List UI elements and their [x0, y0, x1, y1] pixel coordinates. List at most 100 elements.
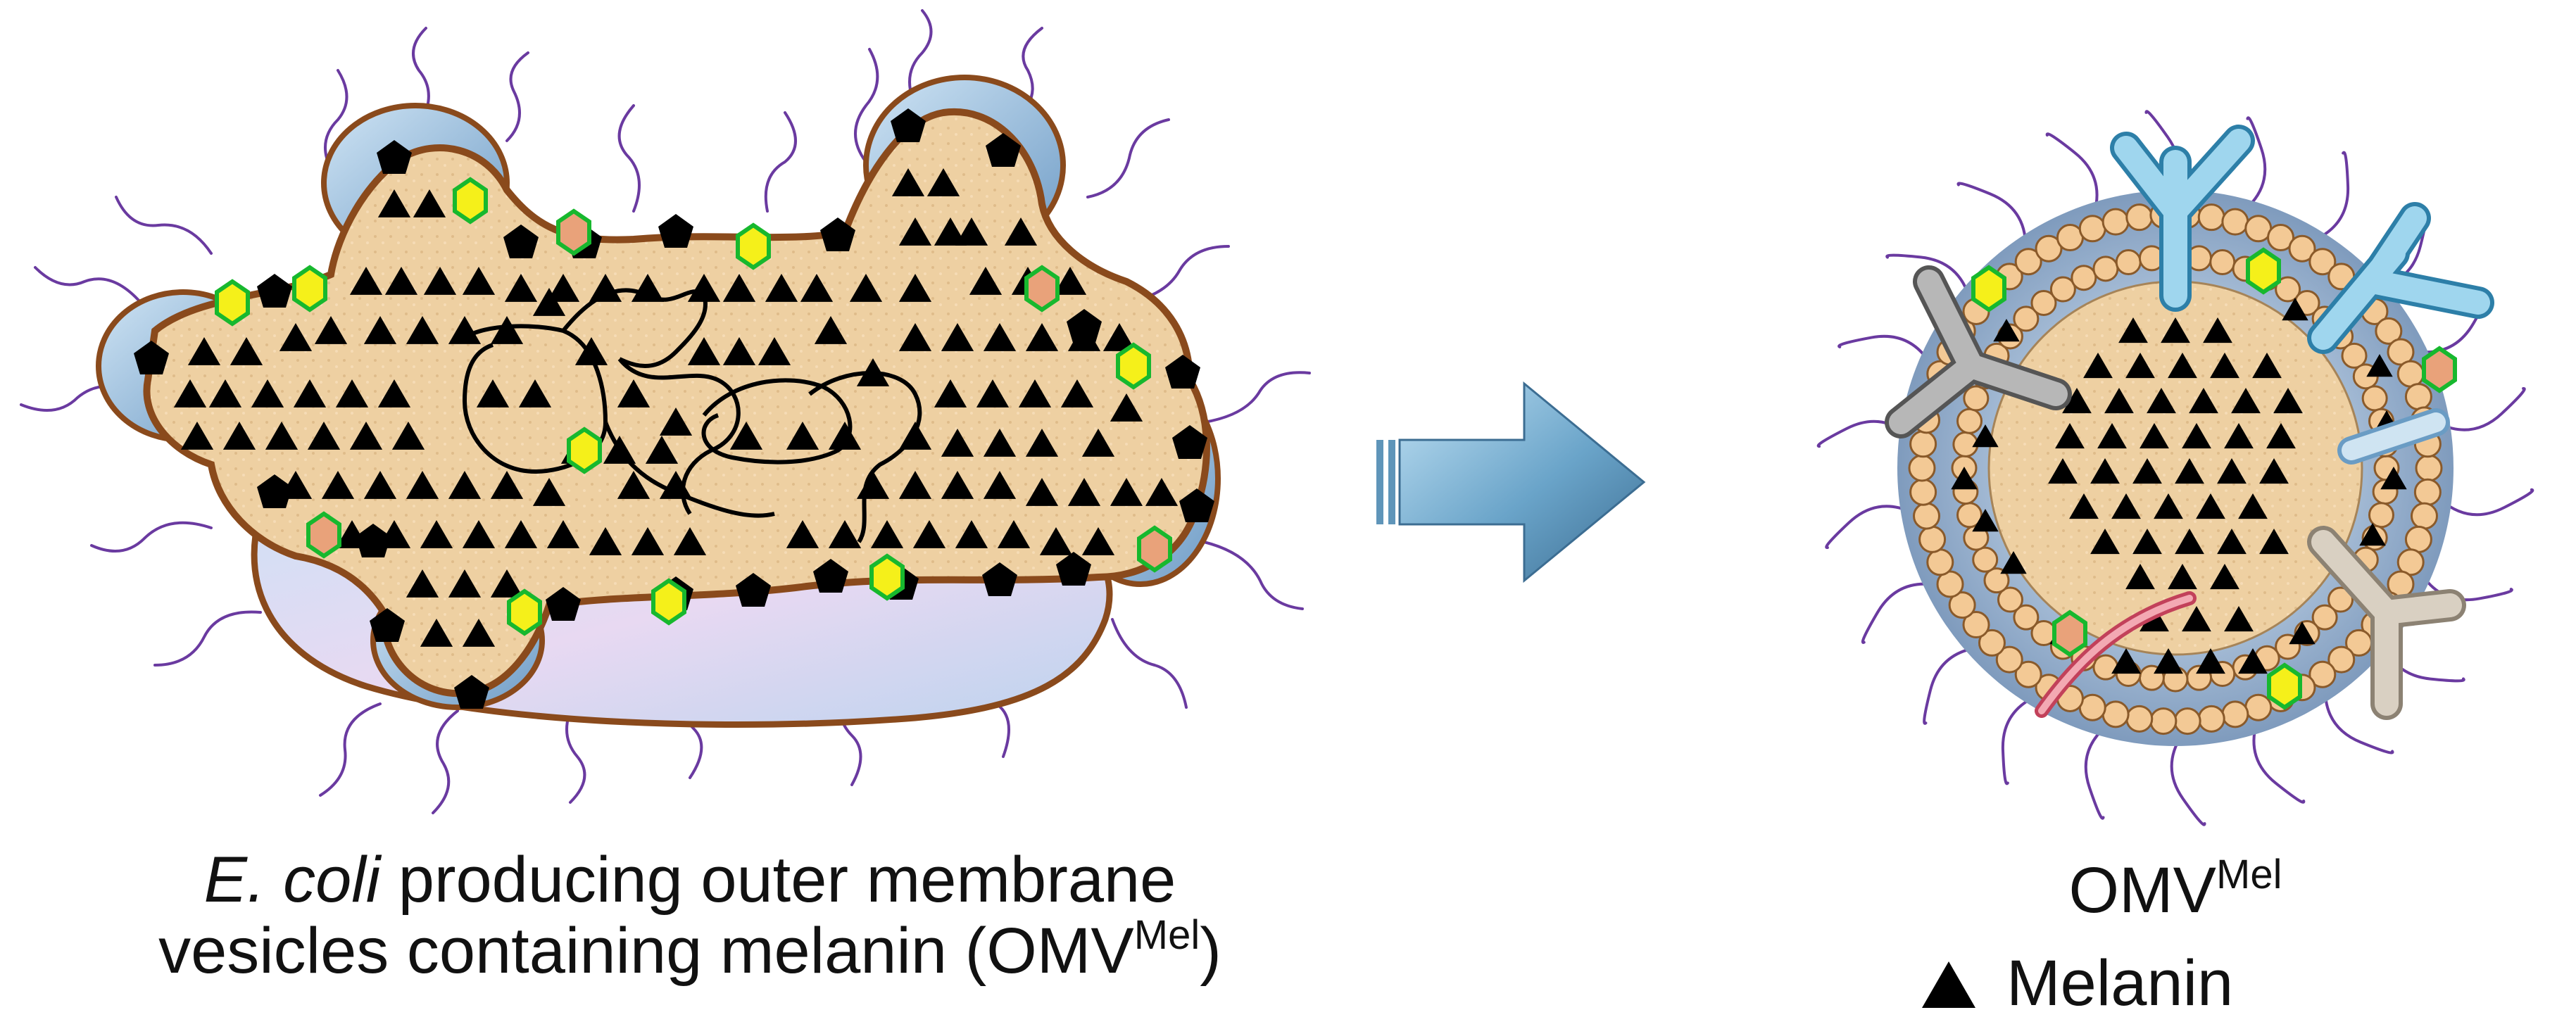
lipid-head — [2013, 305, 2040, 332]
lps-chain — [2252, 721, 2306, 804]
lipid-head — [1962, 611, 1990, 639]
hexagon-protein — [569, 429, 600, 472]
hexagon-protein — [1139, 528, 1170, 570]
lipid-head — [2375, 317, 2403, 345]
hexagon-protein — [2269, 665, 2300, 707]
lipid-head — [2221, 208, 2249, 236]
lipid-head — [2244, 693, 2273, 721]
lipid-head — [2115, 249, 2142, 276]
lipid-head — [2013, 604, 2040, 631]
hexagon-protein — [653, 581, 684, 623]
lipid-head — [2275, 276, 2301, 303]
lipid-head — [2101, 208, 2130, 236]
lipid-head — [2341, 342, 2368, 369]
lps-chain — [2420, 572, 2513, 602]
lipid-head — [2071, 265, 2097, 291]
lps-chain — [2001, 695, 2037, 785]
omv-membrane-proteins — [1885, 125, 2494, 720]
hexagon-protein — [1973, 267, 2004, 310]
lipid-head — [1913, 502, 1941, 530]
lipid-head — [1909, 478, 1937, 506]
lipid-head — [2410, 502, 2438, 530]
lipid-head — [2149, 707, 2178, 736]
lipid-head — [2014, 660, 2042, 688]
lipid-head — [2311, 604, 2338, 631]
ecoli-caption-superscript: Mel — [1133, 912, 1200, 959]
lipid-head — [2035, 234, 2063, 263]
lipid-head — [2049, 276, 2076, 303]
lipid-head — [2092, 255, 2119, 282]
hexagon-protein — [1118, 345, 1149, 387]
lipid-head — [2413, 478, 2442, 506]
lipid-head — [2404, 525, 2432, 553]
lipid-head — [2014, 248, 2042, 276]
lipid-head — [1926, 548, 1954, 576]
lps-chain — [1837, 334, 1931, 365]
lps-chain — [2045, 132, 2099, 215]
lipid-head — [2361, 385, 2388, 412]
lps-chain — [2084, 724, 2108, 820]
lps-chain — [1923, 646, 1979, 725]
lipid-head — [1963, 385, 1990, 412]
hexagon-protein — [2248, 250, 2279, 292]
lipid-head — [2288, 234, 2316, 263]
lipid-head — [1956, 408, 1983, 434]
omv-caption-label: OMV — [2068, 854, 2217, 926]
lipid-head — [2368, 502, 2394, 529]
lps-chain — [2323, 688, 2394, 755]
omv-illustration — [1816, 110, 2534, 826]
ecoli-caption-line1-text: producing outer membrane — [380, 844, 1176, 916]
ecoli-species-name: E. coli — [203, 844, 381, 916]
hexagon-protein — [294, 267, 325, 310]
ecoli-caption-line2-text: vesicles containing melanin (OMV — [158, 915, 1134, 987]
lipid-head — [1908, 454, 1936, 482]
lipid-head — [2173, 707, 2201, 736]
lipid-head — [2415, 454, 2443, 482]
legend-melanin-label: Melanin — [2006, 947, 2234, 1019]
ecoli-caption-line2: vesicles containing melanin (OMVMel) — [42, 915, 1338, 987]
lipid-head — [2267, 224, 2295, 252]
hexagon-protein — [217, 282, 248, 324]
lps-chain — [1956, 182, 2028, 248]
legend-melanin: Melanin — [1922, 947, 2233, 1021]
ecoli-caption: E. coli producing outer membrane vesicle… — [42, 844, 1338, 987]
lipid-head — [1918, 525, 1947, 553]
hexagon-protein — [308, 514, 339, 556]
lipid-head — [2101, 700, 2130, 728]
hexagon-protein — [509, 591, 540, 633]
lipid-head — [2327, 586, 2354, 613]
lipid-head — [2327, 645, 2356, 674]
lps-chain — [1861, 582, 1937, 644]
lipid-head — [2308, 248, 2337, 276]
lps-chain — [2243, 116, 2267, 212]
lps-chain — [2313, 151, 2350, 241]
hexagon-protein — [455, 179, 486, 222]
hexagon-protein — [872, 556, 903, 598]
lipid-head — [2209, 249, 2236, 276]
lipid-head — [2092, 654, 2119, 681]
lps-chain — [2437, 387, 2526, 431]
lipid-head — [2396, 360, 2425, 388]
lipid-head — [2221, 700, 2249, 728]
lipid-head — [2125, 705, 2154, 733]
lipid-head — [2078, 215, 2106, 243]
lipid-head — [2197, 203, 2225, 232]
hexagon-protein — [738, 225, 769, 267]
hexagon-protein — [2054, 612, 2085, 655]
lipid-head — [1995, 645, 2023, 674]
hexagon-protein — [1026, 267, 1057, 310]
omv-caption: OMVMel — [1901, 854, 2450, 926]
hexagon-protein — [558, 211, 589, 253]
lipid-head — [1909, 430, 1937, 458]
hexagon-protein — [2424, 348, 2455, 391]
lipid-head — [2197, 705, 2225, 733]
lipid-head — [1948, 591, 1976, 619]
ecoli-caption-close-paren: ) — [1200, 915, 1221, 987]
lipid-head — [1978, 629, 2006, 657]
ecoli-cell-illustration — [20, 9, 1311, 814]
lps-chain — [1825, 505, 1914, 549]
lipid-head — [2308, 660, 2337, 688]
lps-chain — [2170, 733, 2206, 826]
lps-chain — [2439, 488, 2534, 517]
